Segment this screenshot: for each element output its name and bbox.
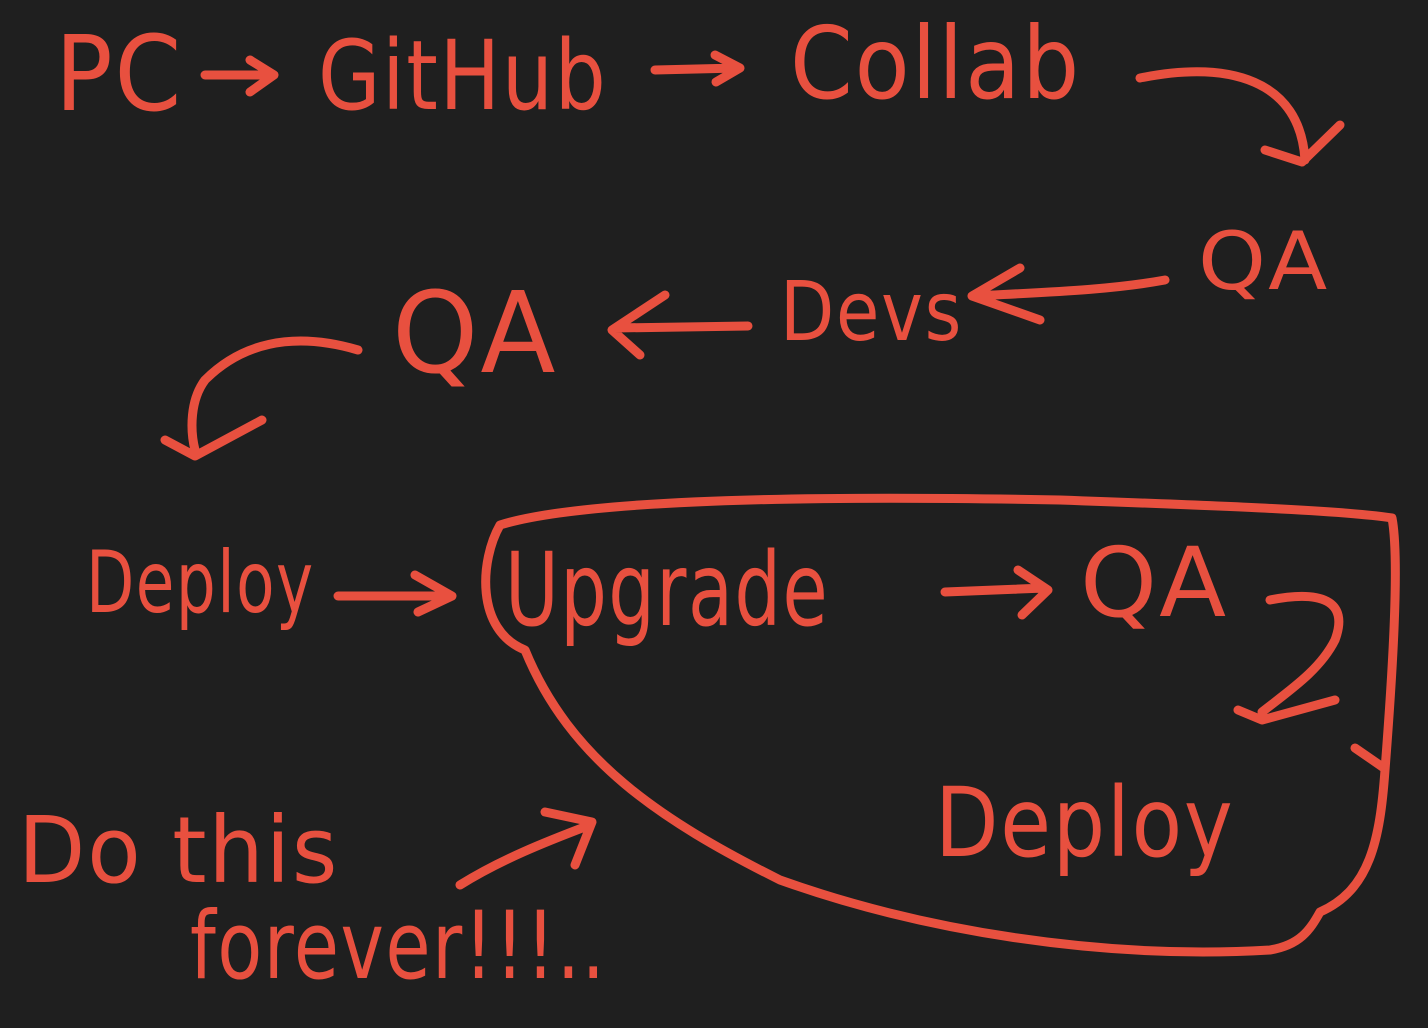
- arrow-devs-to-qa: [607, 290, 753, 360]
- node-upgrade: Upgrade: [505, 531, 830, 650]
- arrow-qa-to-devs: [967, 263, 1170, 325]
- arrow-collab-to-qa: [1135, 67, 1345, 167]
- node-qa-1: QA: [1198, 215, 1330, 308]
- node-pc: PC: [55, 13, 184, 135]
- arrow-pc-to-github: [200, 55, 279, 97]
- node-qa-2: QA: [392, 269, 558, 399]
- node-deploy-2: Deploy: [935, 767, 1235, 879]
- arrow-qa-to-deploy-2: [1233, 591, 1344, 725]
- loop-enclosure: [481, 493, 1400, 957]
- node-devs: Devs: [780, 265, 964, 360]
- arrow-qa-to-deploy: [160, 336, 363, 461]
- node-github: GitHub: [318, 20, 608, 132]
- node-deploy-1: Deploy: [86, 533, 315, 633]
- arrow-note-to-loop: [455, 807, 597, 890]
- note-line-2: forever!!!..: [190, 892, 607, 1001]
- node-collab: Collab: [790, 5, 1081, 122]
- node-qa-3: QA: [1080, 527, 1229, 639]
- arrow-upgrade-to-qa: [940, 565, 1053, 620]
- arrow-deploy-to-upgrade: [333, 570, 457, 617]
- arrow-github-to-collab: [650, 50, 745, 87]
- note-line-1: Do this: [18, 797, 340, 904]
